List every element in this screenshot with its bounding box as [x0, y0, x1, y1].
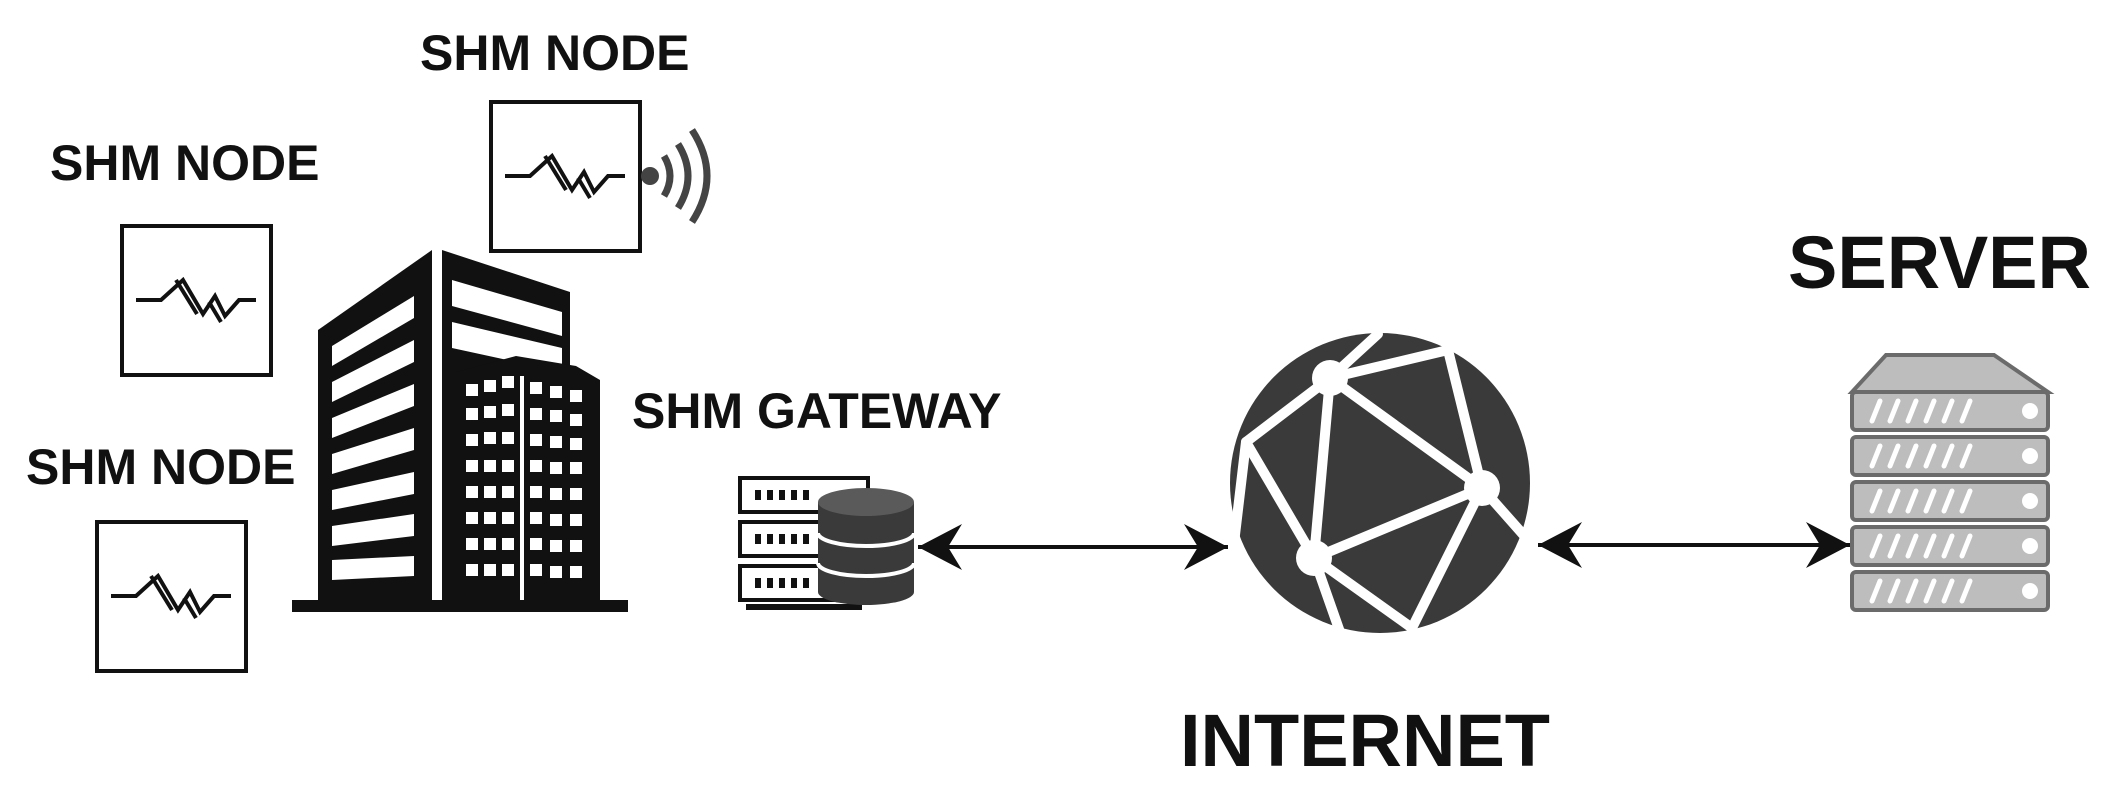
arrowhead-right	[1806, 522, 1850, 568]
sensor-node-icon	[136, 276, 256, 324]
globe-network-icon	[1227, 329, 1533, 637]
building-icon	[292, 250, 628, 612]
arrowhead-left	[1538, 522, 1582, 568]
sensor-node-icon	[505, 152, 625, 200]
node-label-middle: SHM NODE	[50, 135, 320, 191]
database-icon	[816, 488, 916, 605]
server-rack-icon	[1847, 353, 2055, 612]
wireless-signal-icon	[641, 128, 711, 224]
sensor-node-middle	[120, 224, 273, 377]
gateway-label: SHM GATEWAY	[632, 383, 1002, 439]
node-label-bottom: SHM NODE	[26, 439, 296, 495]
arrowhead-left	[918, 524, 962, 570]
arrowhead-right	[1184, 524, 1228, 570]
sensor-node-icon	[111, 572, 231, 620]
internet-label: INTERNET	[1180, 699, 1550, 782]
sensor-node-top	[489, 100, 711, 253]
node-label-top: SHM NODE	[420, 25, 690, 81]
sensor-node-bottom	[95, 520, 248, 673]
server-label: SERVER	[1788, 221, 2091, 304]
